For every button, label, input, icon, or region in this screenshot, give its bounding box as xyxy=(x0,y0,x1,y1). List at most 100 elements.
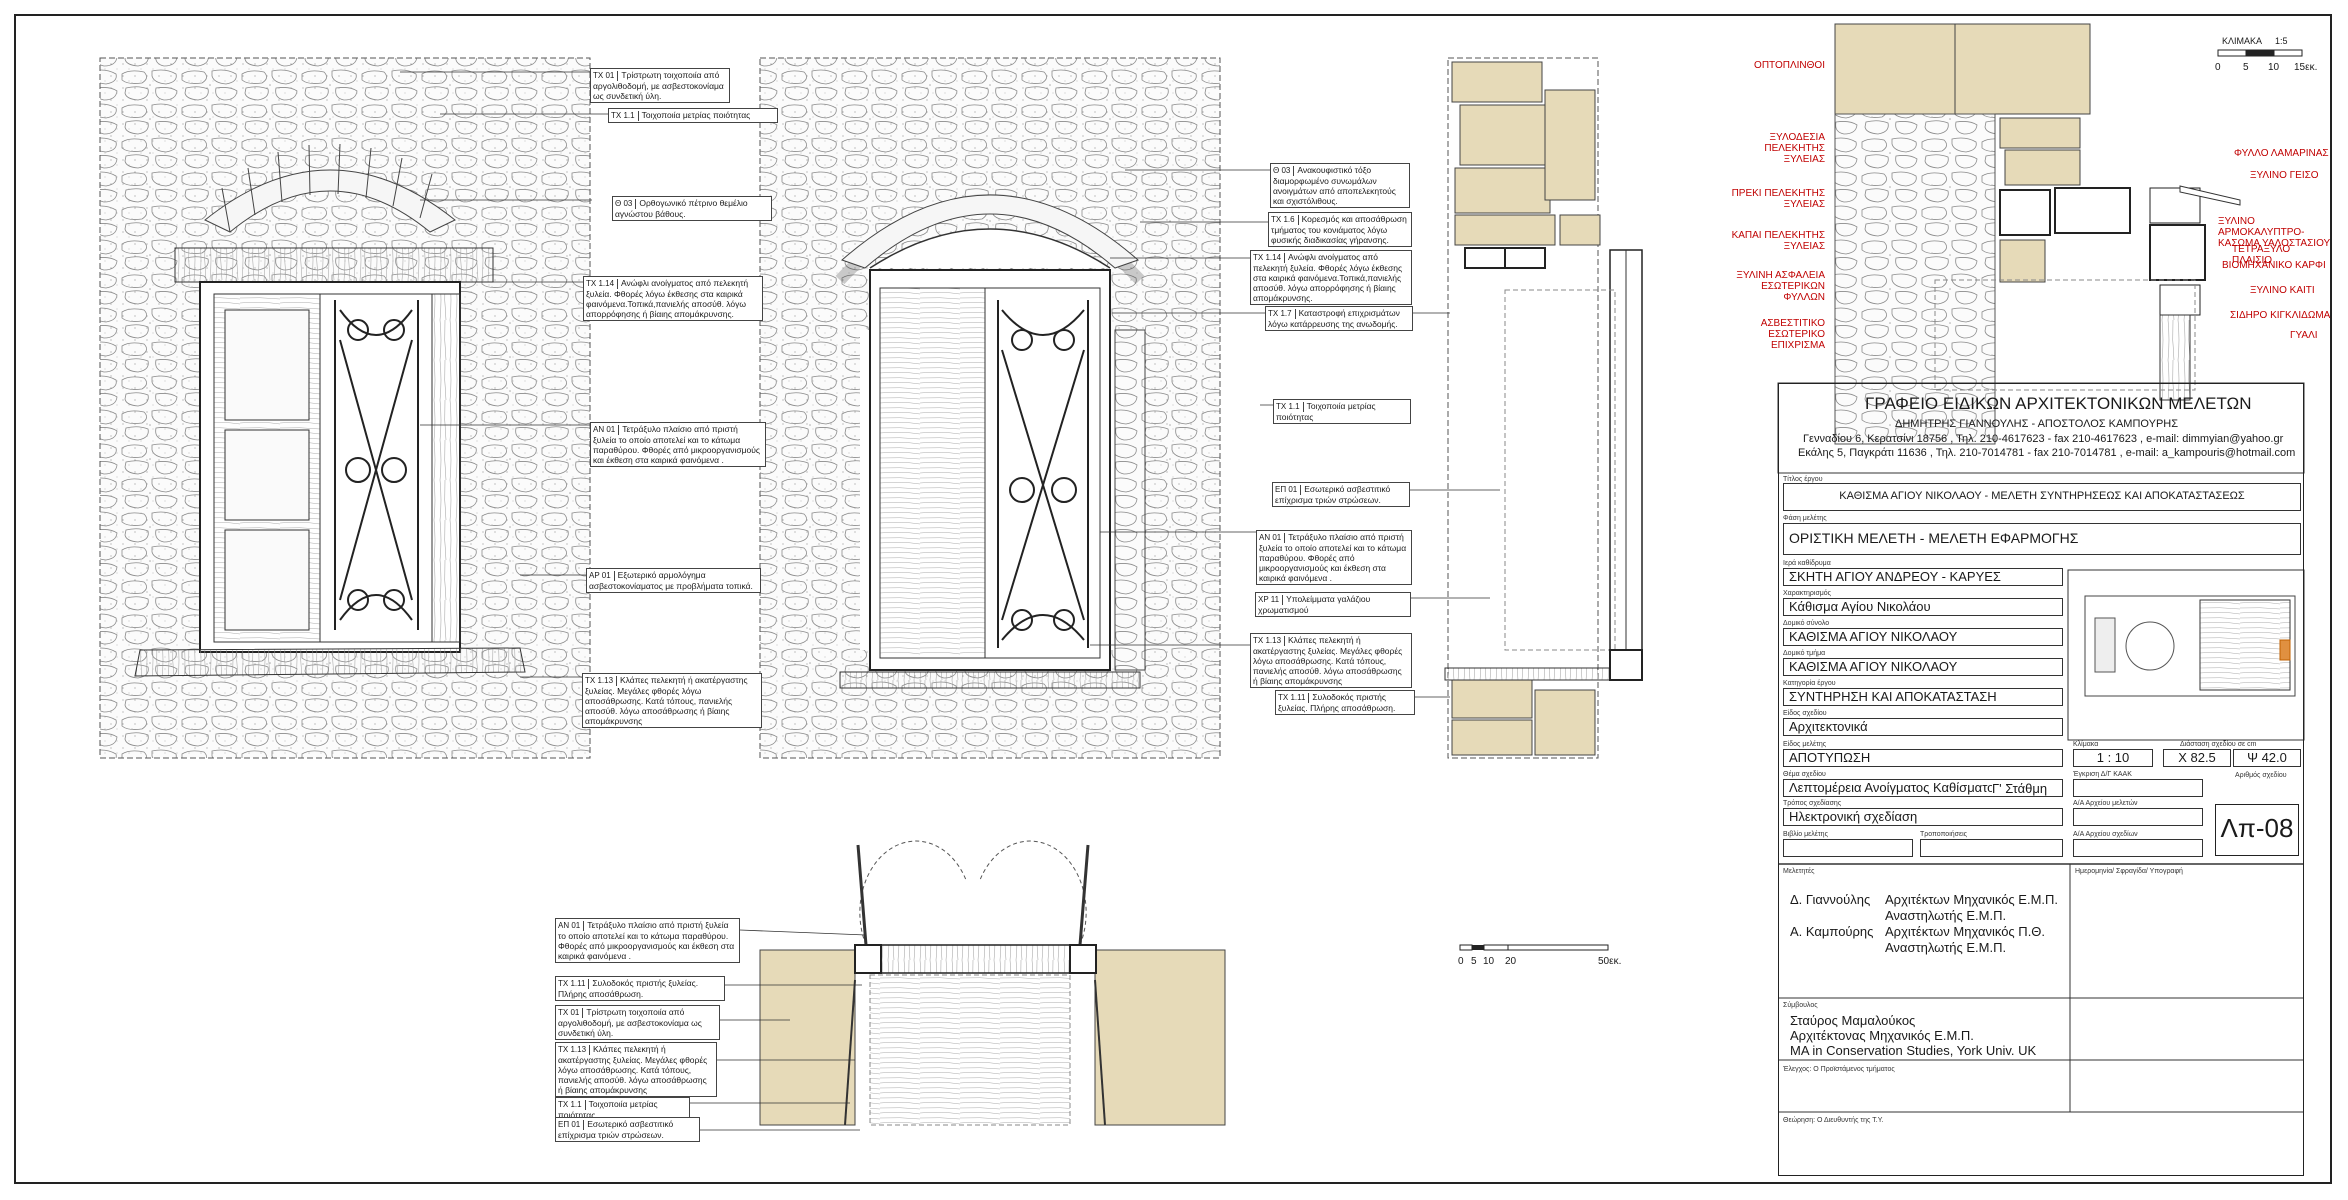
advisor-label: Σύμβουλος xyxy=(1783,1002,1818,1009)
building-label: Δομικό τμήμα xyxy=(1783,650,1826,657)
scale-field: 1 : 10 xyxy=(2073,749,2153,767)
label-geiso: ΞΥΛΙΝΟ ΓΕΙΣΟ xyxy=(2250,170,2319,181)
scale-top-tick-3: 15εκ. xyxy=(2294,62,2318,73)
dim-y-field: Ψ 42.0 xyxy=(2233,749,2301,767)
method-field: Ηλεκτρονική σχεδίαση xyxy=(1783,808,2063,826)
name-label: Χαρακτηρισμός xyxy=(1783,590,1832,597)
label-armokalyptro: ΞΥΛΙΝΟ ΑΡΜΟΚΑΛΥΠΤΡΟ- ΚΑΣΩΜΑ ΥΑΛΟΣΤΑΣΙΟΥ xyxy=(2218,216,2331,249)
study-phase-label: Φάση μελέτης xyxy=(1783,515,1827,522)
study-type-label: Είδος μελέτης xyxy=(1783,741,1827,748)
designer-1-role-2: Αναστηλωτής Ε.Μ.Π. xyxy=(1885,908,2007,923)
title-block xyxy=(1778,383,2304,1176)
stage-text: Γ' Στάθμη xyxy=(1992,781,2048,796)
prot-field xyxy=(2073,808,2203,826)
office-title: ΓΡΑΦΕΙΟ ΕΙΔΙΚΩΝ ΑΡΧΙΤΕΚΤΟΝΙΚΩΝ ΜΕΛΕΤΩΝ xyxy=(1865,394,2252,413)
date-label: Βιβλίο μελέτης xyxy=(1783,831,1828,838)
label-opto: ΟΠΤΟΠΛΙΝΘΟΙ xyxy=(1754,60,1825,71)
scale-top-tick-0: 0 xyxy=(2215,62,2221,73)
study-phase-field: ΟΡΙΣΤΙΚΗ ΜΕΛΕΤΗ - ΜΕΛΕΤΗ ΕΦΑΡΜΟΓΗΣ xyxy=(1783,523,2301,555)
label-preki: ΠΡΕΚΙ ΠΕΛΕΚΗΤΗΣ ΞΥΛΕΙΑΣ xyxy=(1731,188,1825,210)
section-detail xyxy=(1834,23,2241,445)
designer-2-role-2: Αναστηλωτής Ε.Μ.Π. xyxy=(1885,940,2007,955)
scale-top-tick-1: 5 xyxy=(2243,62,2249,73)
drawing-sheet xyxy=(14,14,2332,1184)
leaders-left xyxy=(400,71,608,678)
building-field: ΚΑΘΙΣΜΑ ΑΓΙΟΥ ΝΙΚΟΛΑΟΥ xyxy=(1783,658,2063,676)
scale-top-ratio: 1:5 xyxy=(2275,36,2288,46)
category-label: Κατηγορία έργου xyxy=(1783,680,1836,687)
designer-2-role-1: Αρχιτέκτων Μηχανικός Π.Θ. xyxy=(1885,924,2046,939)
method-label: Τρόπος σχεδίασης xyxy=(1783,800,1842,807)
drawing-no-label: Αριθμός σχεδίου xyxy=(2235,772,2287,779)
section-view xyxy=(1444,57,1643,759)
dims-label: Διάσταση σχεδίου σε cm xyxy=(2180,741,2257,748)
discipline-field: Αρχιτεκτονικά xyxy=(1783,718,2063,736)
name-field: Κάθισμα Αγίου Νικολάου xyxy=(1783,598,2063,616)
subject-label: Θέμα σχεδίου xyxy=(1783,771,1826,778)
designer-1-role-1: Αρχιτέκτων Μηχανικός Ε.Μ.Π. xyxy=(1885,892,2059,907)
title-block-lines xyxy=(1777,382,2305,1113)
designer-2-name: Α. Καμπούρης xyxy=(1790,924,1874,939)
complex-field: ΚΑΘΙΣΜΑ ΑΓΙΟΥ ΝΙΚΟΛΑΟΥ xyxy=(1783,628,2063,646)
check-label: Έλεγχος: Ο Προϊστάμενος τμήματος xyxy=(1783,1066,1895,1073)
label-lamarina: ΦΥΛΛΟ ΛΑΜΑΡΙΝΑΣ xyxy=(2234,148,2329,159)
label-tetraxylo: ΤΕΤΡΑΞΥΛΟ ΠΛΑΙΣΙΟ xyxy=(2232,244,2291,266)
scale-label: Κλίμακα xyxy=(2073,741,2099,748)
archive-label: Α/Α Αρχείου σχεδίων xyxy=(2073,831,2138,838)
office-partners: ΔΗΜΗΤΡΗΣ ΓΙΑΝΝΟΥΛΗΣ - ΑΠΟΣΤΟΛΟΣ ΚΑΜΠΟΥΡΗ… xyxy=(1895,418,2179,430)
label-xylodesia: ΞΥΛΟΔΕΣΙΑ ΠΕΛΕΚΗΤΗΣ ΞΥΛΕΙΑΣ xyxy=(1764,132,1825,165)
monastery-field: ΣΚΗΤΗ ΑΓΙΟΥ ΑΝΔΡΕΟΥ - ΚΑΡΥΕΣ xyxy=(1783,568,2063,586)
scale-mid-tick-1: 5 xyxy=(1471,956,1477,967)
elevation-exterior xyxy=(99,57,591,759)
scale-mid-tick-2: 10 xyxy=(1483,956,1495,967)
label-karfi: ΒΙΟΜΗΧΑΝΙΚΟ ΚΑΡΦΙ xyxy=(2222,260,2326,271)
scale-mid-tick-3: 20 xyxy=(1505,956,1517,967)
prot-label: Α/Α Αρχείου μελετών xyxy=(2073,800,2138,807)
monastery-label: Ιερά καθίδρυμα xyxy=(1783,560,1831,567)
date-sig-label: Ημερομηνία/ Σφραγίδα/ Υπογραφή xyxy=(2075,868,2183,875)
scale-mid-tick-0: 0 xyxy=(1458,956,1464,967)
advisor-3: MA in Conservation Studies, York Univ. U… xyxy=(1790,1043,2037,1058)
label-kapai: ΚΑΠΑΙ ΠΕΛΕΚΗΤΗΣ ΞΥΛΕΙΑΣ xyxy=(1731,230,1825,252)
key-plan xyxy=(2084,595,2296,697)
revision-label: Τροποποιήσεις xyxy=(1920,831,1968,838)
approval-field xyxy=(2073,779,2203,797)
archive-field xyxy=(2073,839,2203,857)
category-field: ΣΥΝΤΗΡΗΣΗ ΚΑΙ ΑΠΟΚΑΤΑΣΤΑΣΗ xyxy=(1783,688,2063,706)
office-address-2: Εκάλης 5, Παγκράτι 11636 , Τηλ. 210-7014… xyxy=(1798,447,2296,459)
label-asfaleia: ΞΥΛΙΝΗ ΑΣΦΑΛΕΙΑ ΕΣΩΤΕΡΙΚΩΝ ΦΥΛΛΩΝ xyxy=(1736,270,1825,303)
approval-label: Έγκριση Δ/Γ ΚΑΑΚ xyxy=(2073,771,2132,778)
plan-view xyxy=(759,840,1226,1126)
designers-label: Μελετητές xyxy=(1783,868,1815,875)
complex-label: Δομικό σύνολο xyxy=(1783,620,1830,627)
dim-x-field: Χ 82.5 xyxy=(2163,749,2231,767)
date-field xyxy=(1783,839,1913,857)
scale-bar-mid xyxy=(1459,944,1609,951)
office-address-1: Γενναδίου 6, Κερατσίνι 18756 , Τηλ. 210-… xyxy=(1803,433,2284,445)
elevation-interior xyxy=(759,57,1221,759)
discipline-label: Είδος σχεδίου xyxy=(1783,710,1827,717)
advisor-1: Σταύρος Μαμαλούκος xyxy=(1790,1013,1916,1028)
study-type-field: ΑΠΟΤΥΠΩΣΗ xyxy=(1783,749,2063,767)
